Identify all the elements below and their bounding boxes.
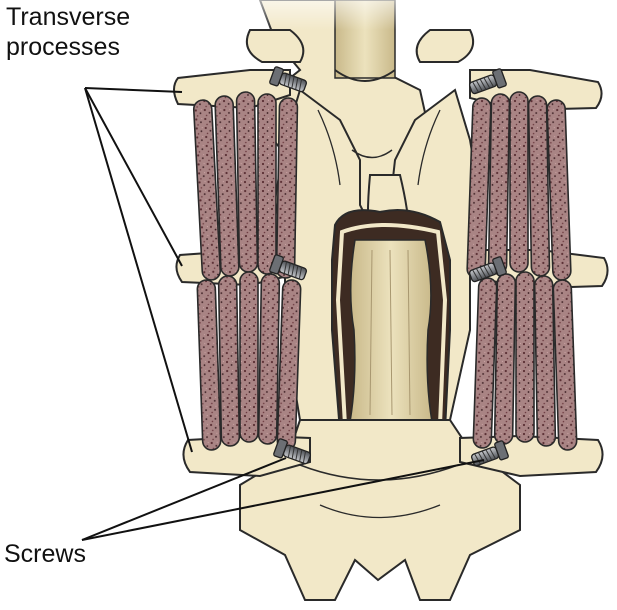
bone-graft-strip (192, 99, 222, 281)
transverse-label-line-1: Transverse (6, 3, 131, 31)
bone-graft-strip (217, 275, 241, 447)
screw-icon (468, 256, 507, 283)
bone-graft-strip (472, 277, 498, 449)
screw-icon (269, 254, 308, 281)
bone-graft-strip (239, 271, 259, 443)
lower-vertebra (182, 419, 604, 601)
transverse-label-line-2: processes (6, 33, 120, 61)
screw-icon (269, 66, 308, 93)
screw-icon (273, 438, 312, 465)
leader-lines-transverse (84, 87, 193, 453)
bone-graft-strip (235, 91, 259, 273)
bone-graft-strip (196, 279, 222, 451)
bone-graft-strip (257, 273, 281, 445)
bone-graft-strip (527, 95, 551, 277)
bone-graft-strip (552, 279, 578, 451)
bone-graft-strip (275, 97, 299, 279)
bone-graft-left (192, 91, 302, 451)
leader-lines-screws (81, 457, 485, 541)
screw-group (269, 66, 509, 467)
bone-graft-strip (533, 275, 557, 447)
bone-graft-right (466, 91, 578, 451)
bone-graft-strip (487, 93, 511, 275)
screws-label: Screws (4, 540, 86, 568)
decompression-window (331, 209, 451, 434)
bone-graft-strip (515, 271, 535, 443)
bone-graft-strip (257, 93, 277, 275)
transverse-processes-label: Transverse processes (6, 2, 130, 62)
bone-graft-strip (493, 273, 517, 445)
bone-graft-strip (509, 91, 529, 273)
screw-icon (468, 68, 507, 95)
bone-graft-strip (276, 279, 302, 451)
